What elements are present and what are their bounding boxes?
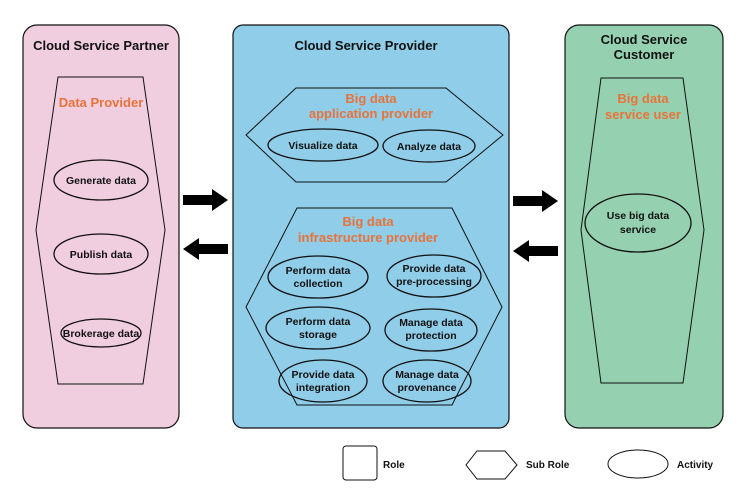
activity-label-line2: collection (293, 278, 342, 290)
big-data-service-user-sub-role (580, 77, 705, 384)
data-provider-title: Data Provider (59, 95, 144, 110)
activity-label-line1: Manage data (395, 369, 459, 381)
legend-role-label: Role (383, 460, 405, 471)
left-arrow-icon (513, 240, 558, 262)
activity-label-line2: service (620, 224, 656, 236)
legend: Role Sub Role Activity (342, 445, 714, 481)
provider-title: Cloud Service Provider (294, 38, 437, 53)
activity-label: Publish data (70, 249, 133, 261)
activity-label-line2: storage (299, 329, 337, 341)
analyze-data-activity (382, 129, 476, 163)
customer-title-line1: Cloud Service (601, 32, 688, 47)
activity-label: Generate data (66, 175, 136, 187)
visualize-data-activity (267, 128, 379, 162)
right-arrow-icon (183, 189, 228, 211)
activity-label-line2: provenance (398, 382, 457, 394)
partner-title: Cloud Service Partner (33, 38, 169, 53)
big-data-infrastructure-provider-sub-role (245, 207, 503, 406)
publish-data-activity (53, 233, 149, 275)
activity-label-line1: Perform data (286, 316, 351, 328)
activity-label-line2: integration (296, 382, 350, 394)
cloud-service-partner-role: Cloud Service Partner Data Provider Gene… (22, 24, 180, 429)
brokerage-data-activity (60, 318, 142, 348)
infra-provider-title-line2: infrastructure provider (298, 230, 438, 245)
big-data-application-provider-sub-role (245, 87, 504, 183)
service-user-title-line2: service user (605, 107, 681, 122)
service-user-title-line1: Big data (617, 91, 669, 106)
activity-label-line1: Perform data (286, 265, 351, 277)
left-arrow-icon (183, 238, 228, 260)
activity-label-line1: Provide data (402, 263, 465, 275)
cloud-service-customer-role: Cloud Service Customer Big data service … (564, 24, 724, 429)
manage-data-provenance-activity (382, 359, 472, 403)
activity-label: Brokerage data (63, 328, 140, 340)
app-provider-title-line1: Big data (345, 91, 397, 106)
activity-label-line1: Manage data (399, 317, 463, 329)
activity-label-line2: protection (405, 330, 456, 342)
cloud-service-provider-role: Cloud Service Provider Big data applicat… (232, 24, 510, 429)
use-big-data-service-activity (584, 193, 692, 253)
activity-label-line1: Provide data (291, 369, 354, 381)
provide-data-pre-processing-activity (386, 254, 482, 298)
legend-role-symbol (342, 445, 378, 481)
activity-label: Analyze data (397, 141, 461, 153)
data-provider-sub-role (35, 76, 166, 385)
app-provider-title-line2: application provider (309, 106, 433, 121)
perform-data-collection-activity (267, 255, 369, 299)
customer-title-line2: Customer (614, 47, 675, 62)
legend-activity-label: Activity (677, 460, 714, 471)
activity-label-line1: Use big data (607, 210, 670, 222)
generate-data-activity (53, 159, 149, 201)
perform-data-storage-activity (265, 306, 371, 350)
legend-sub-role-label: Sub Role (526, 460, 570, 471)
activity-label-line2: pre-processing (396, 276, 472, 288)
legend-activity-symbol (607, 449, 669, 479)
manage-data-protection-activity (384, 308, 478, 352)
right-arrow-icon (513, 190, 558, 212)
infra-provider-title-line1: Big data (342, 214, 394, 229)
activity-label: Visualize data (288, 140, 357, 152)
provide-data-integration-activity (278, 359, 368, 403)
legend-sub-role-symbol (465, 450, 518, 480)
